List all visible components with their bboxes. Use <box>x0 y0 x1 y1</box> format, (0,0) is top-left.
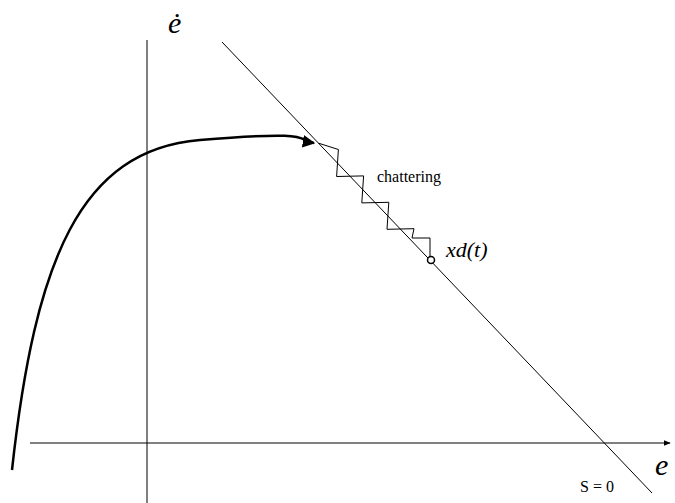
trajectory-curve <box>12 136 314 470</box>
chattering-zigzag <box>319 143 430 258</box>
vertical-axis <box>147 40 148 503</box>
annotation-label: chattering <box>377 168 441 186</box>
axis-label: ė <box>168 6 181 39</box>
sliding-surface-line <box>222 42 652 493</box>
point-label: xd(t) <box>446 238 488 262</box>
target-point <box>428 257 435 264</box>
horizontal-axis <box>30 443 670 444</box>
axis-label: e <box>655 448 668 481</box>
line-label: S = 0 <box>580 478 614 496</box>
